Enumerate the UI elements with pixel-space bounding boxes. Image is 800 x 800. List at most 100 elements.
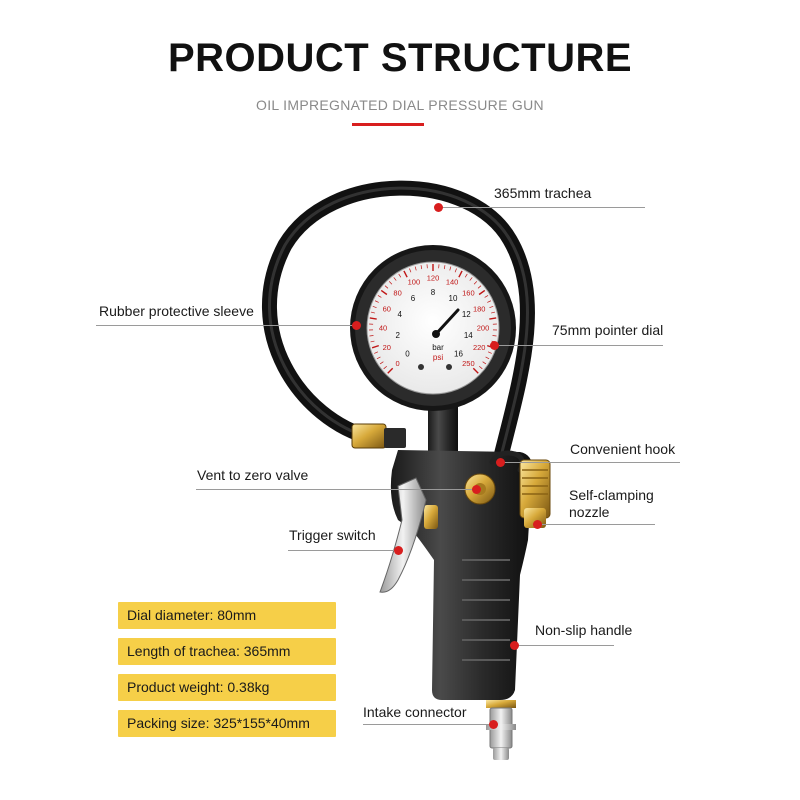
dial-tick xyxy=(482,361,487,365)
gun-body xyxy=(390,405,533,700)
page-title: PRODUCT STRUCTURE xyxy=(167,36,633,80)
dial-tick xyxy=(388,281,393,285)
dial-inner-label: 8 xyxy=(431,288,436,297)
dial-unit-psi: psi xyxy=(433,353,443,362)
dial-inner-label: 10 xyxy=(449,294,458,303)
callout-dot-sleeve xyxy=(352,321,361,330)
spec-product-weight: Product weight: 0.38kg xyxy=(118,674,336,701)
dial-tick xyxy=(376,356,381,360)
dial-outer-label: 100 xyxy=(408,277,421,286)
dial-tick xyxy=(409,268,412,273)
callout-handle: Non-slip handle xyxy=(535,622,633,638)
dial-tick xyxy=(473,281,478,285)
dial-outer-label: 0 xyxy=(396,359,400,368)
leader-dial xyxy=(493,345,663,346)
dial-tick xyxy=(371,344,380,349)
dial-tick xyxy=(374,300,379,303)
leader-hook xyxy=(500,462,680,463)
callout-dial: 75mm pointer dial xyxy=(552,322,664,338)
callout-dot-trachea xyxy=(434,203,443,212)
dial-outer-label: 140 xyxy=(446,277,459,286)
dial-outer-label: 160 xyxy=(462,288,475,297)
dial-inner-label: 4 xyxy=(397,310,402,319)
dial-inner-label: 0 xyxy=(405,349,410,358)
dial-tick xyxy=(377,295,382,298)
dial-tick xyxy=(443,265,446,270)
dial-tick xyxy=(479,365,483,370)
dial-tick xyxy=(485,356,490,360)
dial-tick xyxy=(369,335,374,337)
dial-tick xyxy=(380,289,388,296)
dial-tick xyxy=(454,268,457,273)
dial-tick xyxy=(484,295,489,298)
dial-ticks xyxy=(369,264,497,374)
callout-trigger: Trigger switch xyxy=(289,527,376,543)
dial-tick xyxy=(487,351,492,354)
spec-trachea-length-text: Length of trachea: 365mm xyxy=(127,643,291,659)
intake-connector xyxy=(486,700,516,760)
dial-outer-label: 200 xyxy=(477,324,490,333)
callout-dot-trigger xyxy=(394,546,403,555)
dial-tick xyxy=(464,273,468,278)
dial-outer-label: 60 xyxy=(383,305,391,314)
dial-inner-label: 14 xyxy=(464,331,473,340)
page-subtitle: OIL IMPREGNATED DIAL PRESSURE GUN xyxy=(256,97,544,113)
callout-dot-hook xyxy=(496,458,505,467)
trigger-lever xyxy=(379,477,427,593)
dial-outer-label: 40 xyxy=(379,324,387,333)
callout-dot-nozzle xyxy=(533,520,542,529)
leader-sleeve xyxy=(96,325,356,326)
callout-nozzle-line2: nozzle xyxy=(569,504,610,520)
dial-tick xyxy=(374,351,379,354)
leader-trigger xyxy=(288,550,398,551)
dial-tick xyxy=(477,285,482,289)
dial-outer-label: 250 xyxy=(462,359,475,368)
callout-sleeve: Rubber protective sleeve xyxy=(99,303,254,319)
callout-dot-dial xyxy=(490,341,499,350)
dial-needle xyxy=(434,308,460,336)
dial-tick xyxy=(372,305,377,309)
dial-outer-label: 180 xyxy=(473,305,486,314)
dial-inner-label: 16 xyxy=(454,349,463,358)
dial-tick xyxy=(384,285,389,289)
spec-packing-size: Packing size: 325*155*40mm xyxy=(118,710,336,737)
dial-inner-label: 12 xyxy=(462,310,471,319)
dial-outer-label: 120 xyxy=(427,274,440,283)
dial-tick xyxy=(472,367,479,374)
callout-dot-handle xyxy=(510,641,519,650)
callout-trachea: 365mm trachea xyxy=(494,185,592,201)
dial-tick xyxy=(487,300,492,303)
title-underline xyxy=(352,123,424,126)
dial-outer-label: 220 xyxy=(473,343,486,352)
leader-nozzle xyxy=(537,524,655,525)
spec-dial-diameter-text: Dial diameter: 80mm xyxy=(127,607,257,623)
dial-tick xyxy=(370,340,375,343)
dial-outer-label: 20 xyxy=(383,343,391,352)
dial-tick xyxy=(369,317,377,320)
dial-tick xyxy=(449,266,452,271)
dial-inner-label: 6 xyxy=(411,294,416,303)
callout-vent: Vent to zero valve xyxy=(197,467,309,483)
dial-tick xyxy=(414,266,417,271)
leader-trachea xyxy=(438,207,645,208)
dial-tick xyxy=(370,311,375,314)
dial-tick xyxy=(458,270,463,278)
dial-tick xyxy=(403,270,408,278)
dial-inner-label: 2 xyxy=(395,331,400,340)
dial-tick xyxy=(387,367,394,374)
spec-packing-size-text: Packing size: 325*155*40mm xyxy=(127,715,310,731)
dial-tick xyxy=(398,273,402,278)
dial-tick xyxy=(478,289,486,296)
callout-nozzle-line1: Self-clamping xyxy=(569,487,654,503)
callout-dot-intake xyxy=(489,720,498,729)
dial-tick xyxy=(420,265,423,270)
nozzle xyxy=(519,459,551,528)
spec-dial-diameter: Dial diameter: 80mm xyxy=(118,602,336,629)
spec-product-weight-text: Product weight: 0.38kg xyxy=(127,679,270,695)
dial-tick xyxy=(489,317,497,320)
dial-tick xyxy=(383,365,387,370)
